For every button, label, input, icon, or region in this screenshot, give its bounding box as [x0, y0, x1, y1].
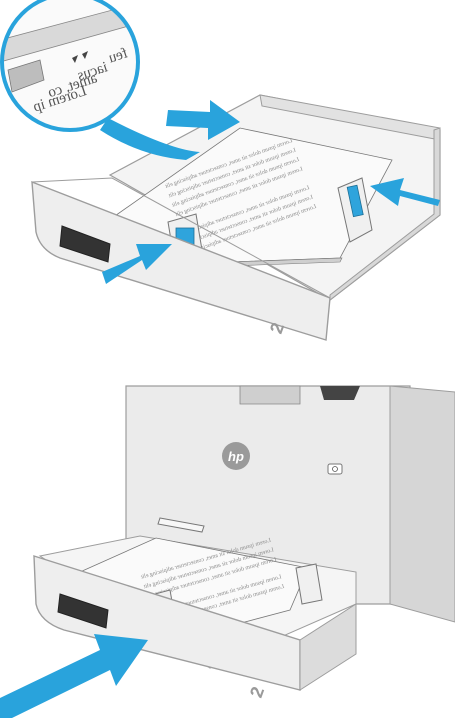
- blue-arrow-icon: [0, 634, 148, 718]
- tray-handle[interactable]: [59, 225, 111, 263]
- paper-guide-icon: [346, 184, 364, 218]
- tray-right-wall: [299, 603, 357, 691]
- blue-arrow-icon: [370, 178, 440, 206]
- illustration-close-tray: hp 1 Lorem ipsum dolor sit amet, consect…: [0, 372, 455, 718]
- door-handle[interactable]: [157, 517, 205, 533]
- tray-number-label: 2: [246, 684, 268, 700]
- hp-logo-icon: hp: [222, 442, 250, 470]
- illustration-adjust-paper-guides: Lorem ipsum dolor sit amet, consectetuer…: [0, 0, 441, 341]
- printer-side-panel: [389, 385, 455, 623]
- tray-handle[interactable]: [57, 593, 109, 629]
- power-button-icon[interactable]: [327, 463, 343, 475]
- right-paper-guide[interactable]: [295, 563, 323, 605]
- magnifier-callout: Lorem ip amet, co iacus feu: [2, 0, 138, 130]
- magnifier-ring: [0, 0, 140, 132]
- tray-front-face: [33, 555, 301, 691]
- printer-illustration-bottom: hp 1 Lorem ipsum dolor sit amet, consect…: [0, 385, 455, 718]
- hp-logo-text: hp: [228, 449, 244, 464]
- blue-arrow-icon: [166, 100, 240, 140]
- blue-arrow-icon: [102, 244, 172, 284]
- output-slot: [320, 386, 360, 400]
- magnifier-pointer: [100, 118, 200, 160]
- tray-front-face: [31, 180, 331, 341]
- tray-front-top-edge: [31, 177, 331, 299]
- zoom-text-line: feu: [106, 45, 130, 66]
- tray-right-wall: [329, 127, 441, 302]
- output-bin: [239, 385, 301, 405]
- tray-illustration-top: Lorem ipsum dolor sit amet, consectetuer…: [0, 0, 441, 341]
